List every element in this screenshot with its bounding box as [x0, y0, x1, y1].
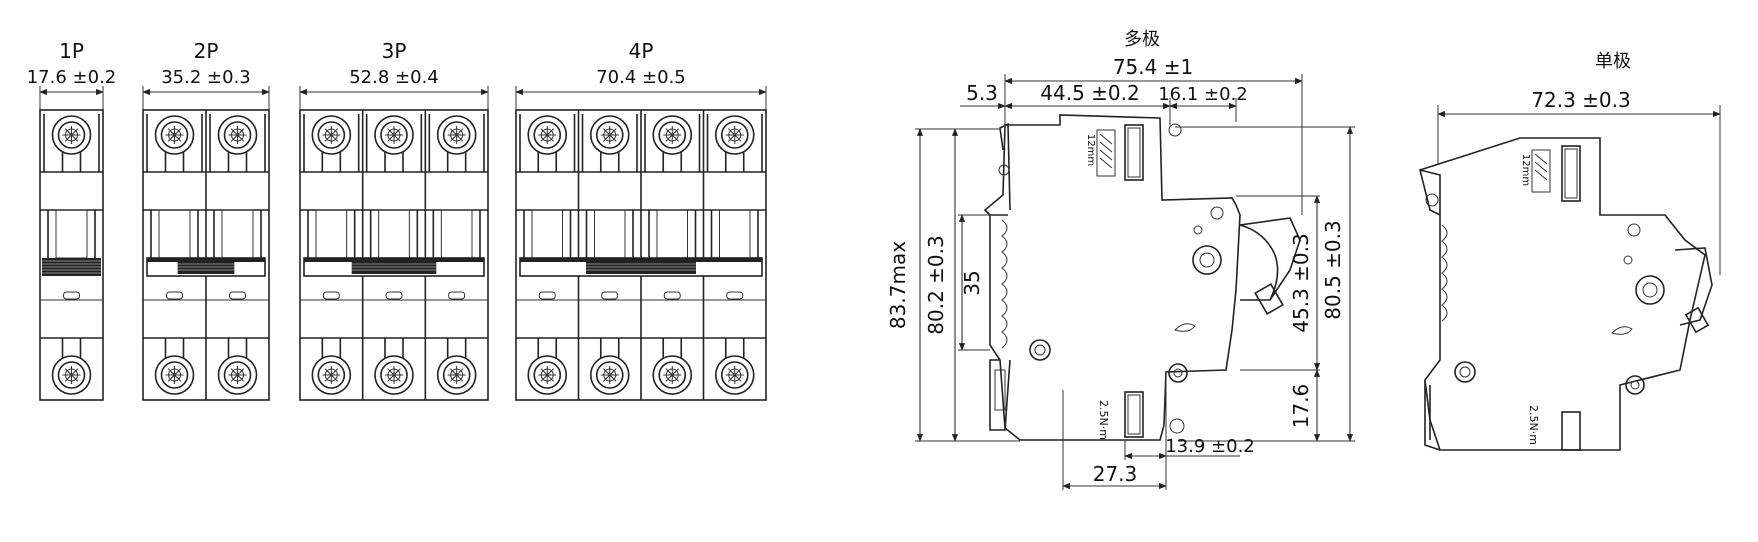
module-3p: 3P 52.8 ±0.4	[299, 39, 489, 401]
terminal-screw-icon	[217, 115, 258, 155]
module-pole-label: 1P	[59, 39, 84, 63]
module-pole-label: 4P	[629, 39, 654, 63]
terminal-screw-icon	[311, 115, 352, 155]
indicator-window	[322, 291, 340, 300]
terminal-screw-icon	[217, 355, 258, 395]
single-pole-title: 单极	[1595, 51, 1631, 72]
indicator-window	[726, 291, 744, 300]
multi-dim-right: 16.1 ±0.2	[1158, 84, 1248, 105]
terminal-screw-icon	[374, 115, 414, 155]
multi-dim-left: 5.3	[966, 81, 998, 105]
module-width-label: 52.8 ±0.4	[349, 67, 439, 88]
indicator-window	[538, 291, 556, 300]
terminal-screw-icon	[714, 355, 755, 395]
module-2p: 2P 35.2 ±0.3	[142, 39, 270, 401]
multi-overall-width: 75.4 ±1	[1113, 55, 1193, 79]
single-overall-width: 72.3 ±0.3	[1531, 88, 1630, 112]
module-1p: 1P 17.6 ±0.2	[27, 39, 117, 401]
terminal-screw-icon	[527, 115, 568, 155]
indicator-window	[63, 291, 80, 300]
multi-height-body: 80.2 ±0.3	[924, 235, 948, 334]
multi-height-max: 83.7max	[886, 241, 910, 329]
terminal-screw-icon	[374, 355, 414, 395]
multi-strip-mark: 12mm	[1085, 134, 1096, 166]
terminal-screw-icon	[51, 355, 92, 395]
terminal-screw-icon	[436, 115, 477, 155]
terminal-screw-icon	[154, 355, 195, 395]
multi-pole-title: 多极	[1124, 29, 1160, 50]
terminal-screw-icon	[436, 355, 477, 395]
indicator-window	[448, 291, 466, 300]
multi-dim-mid: 44.5 ±0.2	[1040, 81, 1139, 105]
module-4p: 4P 70.4 ±0.5	[515, 39, 767, 401]
indicator-window	[229, 291, 246, 300]
indicator-window	[663, 291, 681, 300]
module-pole-label: 2P	[194, 39, 219, 63]
single-torque-mark: 2.5N·m	[1527, 405, 1540, 445]
multi-height-rail: 35	[960, 270, 984, 295]
terminal-screw-icon	[652, 355, 693, 395]
module-body	[39, 109, 104, 401]
terminal-screw-icon	[714, 115, 755, 155]
indicator-window	[601, 291, 619, 300]
module-width-label: 17.6 ±0.2	[27, 67, 117, 88]
multi-bottom-offset: 13.9 ±0.2	[1165, 436, 1255, 457]
multi-height-bottom: 17.6	[1289, 384, 1313, 429]
module-width-label: 35.2 ±0.3	[161, 67, 251, 88]
module-width-label: 70.4 ±0.5	[596, 67, 686, 88]
terminal-screw-icon	[311, 355, 352, 395]
terminal-screw-icon	[527, 355, 568, 395]
terminal-screw-icon	[589, 355, 630, 395]
multi-torque-mark: 2.5N·m	[1097, 400, 1110, 440]
single-strip-mark: 12mm	[1520, 154, 1531, 186]
multi-height-handle: 45.3 ±0.3	[1289, 233, 1313, 332]
multi-pole-side-view: 多极 75.4 ±1 5.3 44.5 ±0.2 16.1 ±0.2 12mm	[886, 29, 1355, 490]
module-pole-label: 3P	[382, 39, 407, 63]
terminal-screw-icon	[51, 115, 92, 155]
front-view-modules: 1P 17.6 ±0.2 2P 35.2 ±0.3 3P 52.8 ±0.4 4P 70.4 …	[27, 39, 767, 401]
terminal-screw-icon	[154, 115, 195, 155]
multi-bottom-depth: 27.3	[1093, 462, 1138, 486]
multi-height-right: 80.5 ±0.3	[1321, 220, 1345, 319]
indicator-window	[166, 291, 183, 300]
terminal-screw-icon	[589, 115, 630, 155]
indicator-window	[385, 291, 403, 300]
terminal-screw-icon	[652, 115, 693, 155]
module-body	[299, 109, 489, 401]
single-pole-side-view: 单极 72.3 ±0.3 12mm 2.5N·m	[1419, 51, 1721, 451]
